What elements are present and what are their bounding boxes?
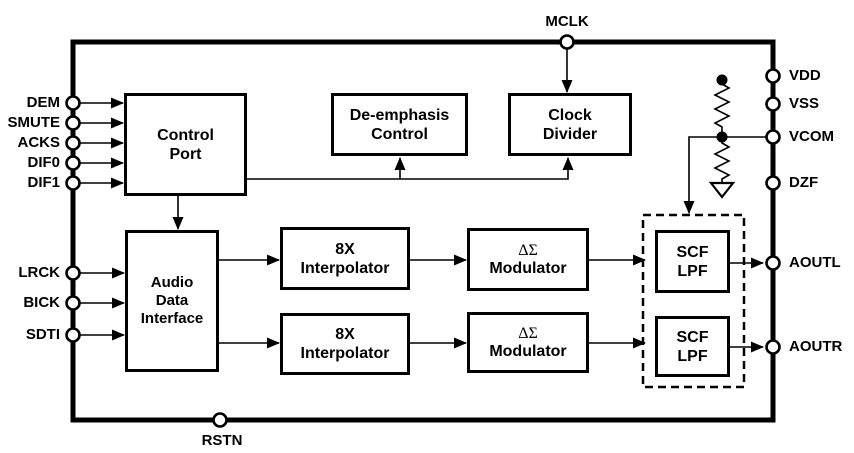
- block-label: Audio: [150, 274, 194, 291]
- block-label: Control: [371, 125, 428, 143]
- pin-label-aoutl: AOUTL: [789, 254, 841, 271]
- delta-sigma-symbol: ΔΣ: [518, 324, 538, 342]
- pin-label-vss: VSS: [789, 95, 820, 112]
- pin-vdd-terminal: [765, 68, 781, 84]
- ds-modulator-left-block: ΔΣ Modulator: [467, 228, 589, 291]
- block-label: LPF: [677, 347, 708, 365]
- deemphasis-control-block: De-emphasis Control: [331, 93, 468, 156]
- block-label: Clock: [548, 106, 592, 124]
- control-port-block: Control Port: [124, 93, 247, 196]
- delta-sigma-symbol: ΔΣ: [518, 241, 538, 259]
- block-label: Control: [157, 126, 214, 144]
- pin-dem-terminal: [65, 95, 81, 111]
- pin-label-acks: ACKS: [17, 134, 60, 151]
- block-label: SCF: [676, 243, 709, 261]
- pin-label-vcom: VCOM: [789, 128, 834, 145]
- block-label: Interpolator: [300, 259, 390, 277]
- block-label: Data: [155, 292, 189, 309]
- wire-vcom-scf: [683, 136, 766, 214]
- scf-lpf-left-block: SCF LPF: [655, 230, 730, 293]
- pin-label-vdd: VDD: [789, 67, 821, 84]
- block-label: Modulator: [489, 259, 567, 277]
- pin-vss-terminal: [765, 96, 781, 112]
- block-label: De-emphasis: [349, 106, 450, 124]
- pin-label-mclk: MCLK: [545, 13, 589, 30]
- pin-label-smute: SMUTE: [7, 114, 61, 131]
- block-label: Interface: [140, 310, 204, 327]
- pin-rstn-terminal: [212, 412, 228, 428]
- pin-terminals: [65, 34, 781, 428]
- pin-mclk-terminal: [559, 34, 575, 50]
- block-label: 8X: [335, 326, 355, 343]
- pin-label-dif1: DIF1: [27, 174, 60, 191]
- pin-label-dem: DEM: [26, 94, 60, 111]
- pin-acks-terminal: [65, 135, 81, 151]
- signal-wires: [79, 49, 766, 353]
- block-label: SCF: [676, 328, 709, 346]
- junction-dot-top: [716, 74, 728, 86]
- clock-divider-block: Clock Divider: [508, 93, 632, 156]
- pin-label-sdti: SDTI: [25, 326, 60, 343]
- pin-dzf-terminal: [765, 175, 781, 191]
- junction-dot-vcom: [716, 131, 728, 143]
- resistor-bottom: [713, 137, 731, 182]
- pin-label-bick: BICK: [23, 294, 60, 311]
- scf-lpf-right-block: SCF LPF: [655, 316, 730, 377]
- pin-label-lrck: LRCK: [18, 264, 60, 281]
- scf-dashed-group-box: [641, 213, 746, 389]
- interpolator-left-block: 8X Interpolator: [280, 227, 410, 290]
- pin-vcom-terminal: [765, 129, 781, 145]
- audio-data-interface-block: Audio Data Interface: [125, 230, 219, 372]
- pin-lrck-terminal: [65, 265, 81, 281]
- pin-aoutl-terminal: [765, 255, 781, 271]
- pin-dif1-terminal: [65, 175, 81, 191]
- pin-dif0-terminal: [65, 155, 81, 171]
- resistor-top: [713, 80, 731, 137]
- pin-label-dzf: DZF: [789, 174, 819, 191]
- ds-modulator-right-block: ΔΣ Modulator: [467, 312, 589, 373]
- pin-label-dif0: DIF0: [27, 154, 60, 171]
- pin-label-rstn: RSTN: [201, 432, 243, 449]
- chip-boundary: [70, 39, 776, 423]
- pin-aoutr-terminal: [765, 339, 781, 355]
- pin-bick-terminal: [65, 295, 81, 311]
- pin-smute-terminal: [65, 115, 81, 131]
- block-label: Divider: [542, 125, 598, 143]
- wire-cp-clockdiv: [247, 157, 574, 180]
- block-label: 8X: [335, 240, 355, 258]
- pin-label-aoutr: AOUTR: [789, 338, 843, 355]
- interpolator-right-block: 8X Interpolator: [280, 313, 410, 375]
- pin-sdti-terminal: [65, 327, 81, 343]
- block-label: Modulator: [489, 342, 567, 360]
- block-label: LPF: [677, 262, 708, 280]
- block-label: Port: [169, 145, 202, 163]
- block-label: Interpolator: [300, 345, 390, 362]
- ground-icon: [708, 181, 736, 199]
